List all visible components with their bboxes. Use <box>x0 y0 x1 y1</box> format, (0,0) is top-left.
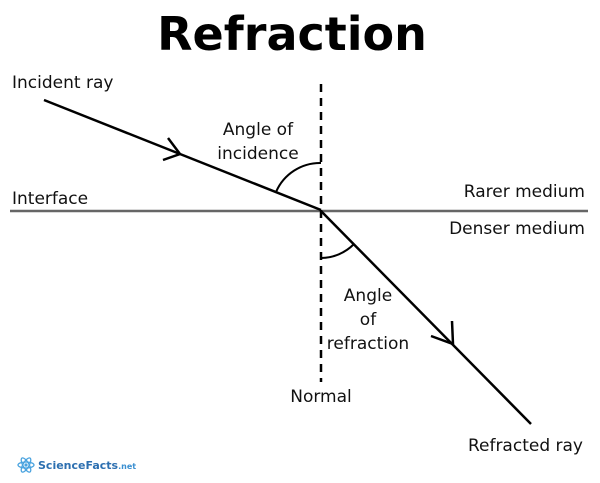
angle-of-refraction-label-line3: refraction <box>327 334 409 354</box>
logo-brand: ScienceFacts <box>38 459 119 472</box>
angle-of-refraction-arc <box>320 243 355 259</box>
refracted-ray-label: Refracted ray <box>468 436 583 456</box>
refracted-ray-arrowhead <box>430 320 455 346</box>
interface-label: Interface <box>12 189 88 209</box>
sciencefacts-logo: ScienceFacts.net <box>17 457 136 473</box>
refracted-ray-line <box>320 210 532 425</box>
angle-of-incidence-label-line1: Angle of <box>223 120 294 140</box>
atom-icon <box>17 457 35 473</box>
incident-ray-arrowhead <box>162 137 183 162</box>
angle-of-incidence-arc <box>275 161 322 193</box>
angle-of-refraction-label-line1: Angle <box>344 286 392 306</box>
angle-of-incidence-label-line2: incidence <box>217 144 298 164</box>
incident-ray-line <box>43 98 322 212</box>
rarer-medium-label: Rarer medium <box>464 182 585 202</box>
diagram-title: Refraction <box>157 7 427 61</box>
normal-label: Normal <box>290 387 352 407</box>
logo-suffix: .net <box>118 462 136 471</box>
angle-of-refraction-label-line2: of <box>360 310 377 330</box>
incident-ray-label: Incident ray <box>12 73 113 93</box>
svg-text:ScienceFacts.net: ScienceFacts.net <box>38 459 136 472</box>
denser-medium-label: Denser medium <box>449 219 585 239</box>
